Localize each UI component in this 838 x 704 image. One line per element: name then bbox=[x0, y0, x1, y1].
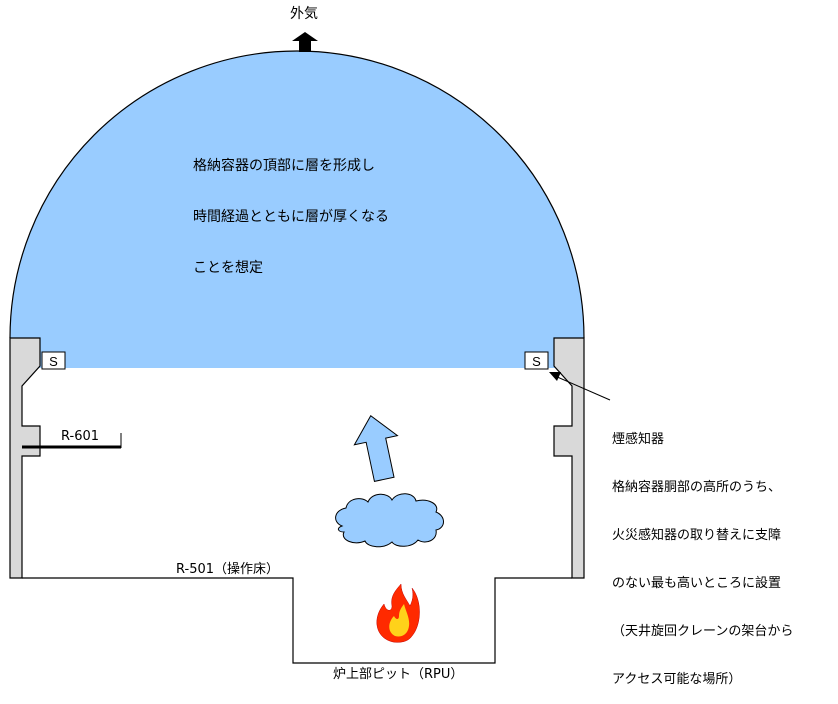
callout-line-1: 煙感知器 bbox=[612, 432, 665, 447]
detector-symbol-left: S bbox=[49, 354, 58, 369]
detector-callout-arrow bbox=[549, 372, 611, 401]
floor-label-r501: R-501（操作床） bbox=[176, 562, 280, 577]
smoke-detector-right: S bbox=[524, 351, 549, 370]
smoke-note-line-2: 時間経過とともに層が厚くなる bbox=[193, 209, 389, 225]
fire-flame bbox=[376, 583, 420, 643]
smoke-note-line-1: 格納容器の頂部に層を形成し bbox=[193, 158, 375, 174]
operating-floor-and-pit bbox=[22, 577, 572, 664]
callout-line-3: 火災感知器の取り替えに支障 bbox=[612, 528, 782, 543]
detector-symbol-right: S bbox=[532, 354, 541, 369]
callout-line-2: 格納容器胴部の高所のうち、 bbox=[612, 480, 782, 495]
smoke-note-line-3: ことを想定 bbox=[193, 260, 263, 276]
callout-line-6: アクセス可能な場所） bbox=[612, 672, 742, 687]
callout-line-4: のない最も高いところに設置 bbox=[612, 576, 782, 591]
containment-diagram: S S bbox=[9, 32, 611, 664]
left-wall bbox=[9, 337, 41, 579]
smoke-arrow-shape bbox=[353, 415, 399, 483]
outside-air-arrow bbox=[292, 32, 318, 52]
right-wall bbox=[553, 337, 585, 579]
pit-label: 炉上部ピット（RPU） bbox=[333, 667, 464, 682]
outside-air-label: 外気 bbox=[290, 6, 318, 22]
detector-callout: 煙感知器 格納容器胴部の高所のうち、 火災感知器の取り替えに支障 のない最も高い… bbox=[612, 400, 793, 704]
dome-outline bbox=[9, 50, 585, 339]
floor-label-r601: R-601 bbox=[61, 429, 100, 444]
smoke-cloud bbox=[335, 493, 444, 548]
callout-line-5: （天井旋回クレーンの架台から bbox=[612, 624, 794, 639]
smoke-detector-left: S bbox=[41, 351, 66, 370]
smoke-layer bbox=[10, 51, 584, 368]
smoke-layer-note: 格納容器の頂部に層を形成し 時間経過とともに層が厚くなる ことを想定 bbox=[193, 124, 389, 294]
